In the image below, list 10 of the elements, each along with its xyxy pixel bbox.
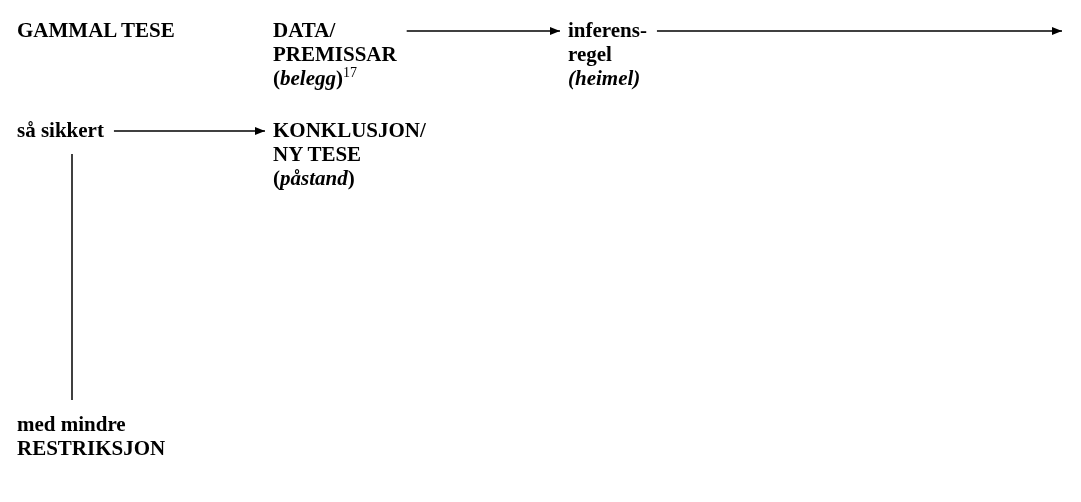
text-label: med mindre RESTRIKSJON <box>17 412 167 460</box>
text-label: inferens- regel (heimel) <box>568 18 658 90</box>
connector-line <box>71 153 73 401</box>
arrow <box>113 126 266 136</box>
arrow <box>656 26 1063 36</box>
text-label: GAMMAL TESE <box>17 18 217 42</box>
text-label: KONKLUSJON/ NY TESE (påstand) <box>273 118 441 190</box>
arrow <box>405 26 561 36</box>
text-label: så sikkert <box>17 118 167 142</box>
text-label: DATA/ PREMISSAR (belegg)$^{17}$ <box>273 18 408 90</box>
